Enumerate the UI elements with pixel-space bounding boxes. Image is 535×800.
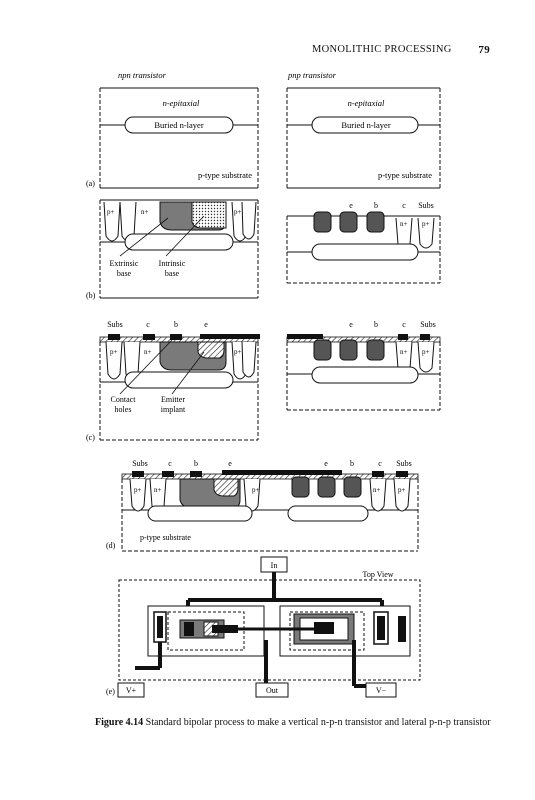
- npn-cross-section-b: p+ n+ p+ Extrinsic base Intrinsic base: [99, 199, 259, 299]
- contact-label-l1: Contact: [111, 395, 137, 404]
- d-substrate-label: p-type substrate: [140, 533, 191, 542]
- c-pnp-n-plus: n+: [400, 348, 408, 356]
- c-term-e: e: [204, 320, 208, 329]
- b-n-plus: n+: [141, 208, 149, 216]
- panel-b-label: (b): [86, 291, 96, 300]
- d-p-plus-2: p+: [252, 486, 260, 494]
- pnp-title: pnp transistor: [287, 70, 337, 80]
- c-pnp-p-plus: p+: [422, 348, 430, 356]
- vplus-terminal: V+: [126, 686, 137, 695]
- extrinsic-label-l1: Extrinsic: [110, 259, 139, 268]
- extrinsic-label-l2: base: [117, 269, 132, 278]
- c-term-subs: Subs: [107, 320, 123, 329]
- c-pnp-term-e: e: [349, 320, 353, 329]
- c-p-plus-left: p+: [110, 348, 118, 356]
- panel-a-label: (a): [86, 179, 95, 188]
- vminus-terminal: V−: [376, 686, 387, 695]
- pnp-cross-section-b: e b c Subs n+ p+: [286, 201, 441, 284]
- d-p-plus-3: p+: [398, 486, 406, 494]
- d-term-subs-right: Subs: [396, 459, 412, 468]
- c-n-plus: n+: [144, 348, 152, 356]
- top-view-label: Top View: [362, 570, 393, 579]
- d-n-plus-1: n+: [154, 486, 162, 494]
- c-pnp-term-subs: Subs: [420, 320, 436, 329]
- panel-e-label: (e): [106, 687, 115, 696]
- d-term-e-left: e: [228, 459, 232, 468]
- d-term-c-right: c: [378, 459, 382, 468]
- running-title: MONOLITHIC PROCESSING: [312, 44, 452, 55]
- combined-cross-section-d: p+ n+ p+ n+ p+ p-type substrate: [121, 470, 419, 552]
- substrate-label-left: p-type substrate: [198, 170, 252, 180]
- figure-label: Figure 4.14: [95, 717, 144, 728]
- epi-label-right: n-epitaxial: [348, 98, 385, 108]
- contact-label-l2: holes: [115, 405, 132, 414]
- npn-cross-section-a: n-epitaxial Buried n-layer p-type substr…: [99, 87, 259, 189]
- d-n-plus-2: n+: [373, 486, 381, 494]
- panel-a: npn transistor pnp transistor n-epitaxia…: [86, 70, 441, 189]
- in-terminal: In: [271, 561, 278, 570]
- substrate-label-right: p-type substrate: [378, 170, 432, 180]
- b-pnp-n-plus: n+: [400, 220, 408, 228]
- intrinsic-label-l1: Intrinsic: [159, 259, 186, 268]
- d-term-b-left: b: [194, 459, 198, 468]
- d-term-c-left: c: [168, 459, 172, 468]
- page-number: 79: [478, 44, 490, 56]
- d-term-b-right: b: [350, 459, 354, 468]
- panel-d: Subs c b e e b c Subs: [106, 459, 419, 552]
- figure-caption: Figure 4.14 Standard bipolar process to …: [95, 716, 495, 729]
- b-term-b: b: [374, 201, 378, 210]
- d-term-subs-left: Subs: [132, 459, 148, 468]
- b-term-c: c: [402, 201, 406, 210]
- panel-e-top-view: In Top View V+ Out V− (e): [106, 556, 421, 698]
- pnp-cross-section-a: n-epitaxial Buried n-layer p-type substr…: [286, 87, 441, 189]
- c-term-c: c: [146, 320, 150, 329]
- panel-c: Subs c b e p+ n+ p+ Contact: [86, 320, 441, 442]
- c-term-b: b: [174, 320, 178, 329]
- panel-b: p+ n+ p+ Extrinsic base Intrinsic base e…: [86, 199, 441, 300]
- b-p-plus-left: p+: [107, 208, 115, 216]
- emitter-label-l2: implant: [161, 405, 186, 414]
- c-pnp-term-b: b: [374, 320, 378, 329]
- epi-label-left: n-epitaxial: [163, 98, 200, 108]
- panel-c-label: (c): [86, 433, 95, 442]
- intrinsic-label-l2: base: [165, 269, 180, 278]
- d-term-e-right: e: [324, 459, 328, 468]
- d-p-plus-1: p+: [134, 486, 142, 494]
- npn-title: npn transistor: [118, 70, 167, 80]
- c-pnp-term-c: c: [402, 320, 406, 329]
- b-pnp-p-plus: p+: [422, 220, 430, 228]
- buried-label-right: Buried n-layer: [341, 120, 390, 130]
- buried-label-left: Buried n-layer: [154, 120, 203, 130]
- npn-cross-section-c: p+ n+ p+ Contact holes Emitter implant: [99, 334, 260, 441]
- b-term-e: e: [349, 201, 353, 210]
- pnp-cross-section-c: n+ p+: [286, 334, 441, 411]
- panel-d-label: (d): [106, 541, 116, 550]
- b-p-plus-right: p+: [234, 208, 242, 216]
- b-term-subs: Subs: [418, 201, 434, 210]
- emitter-label-l1: Emitter: [161, 395, 185, 404]
- out-terminal: Out: [266, 686, 279, 695]
- caption-text: Standard bipolar process to make a verti…: [145, 717, 491, 728]
- c-p-plus-right: p+: [234, 348, 242, 356]
